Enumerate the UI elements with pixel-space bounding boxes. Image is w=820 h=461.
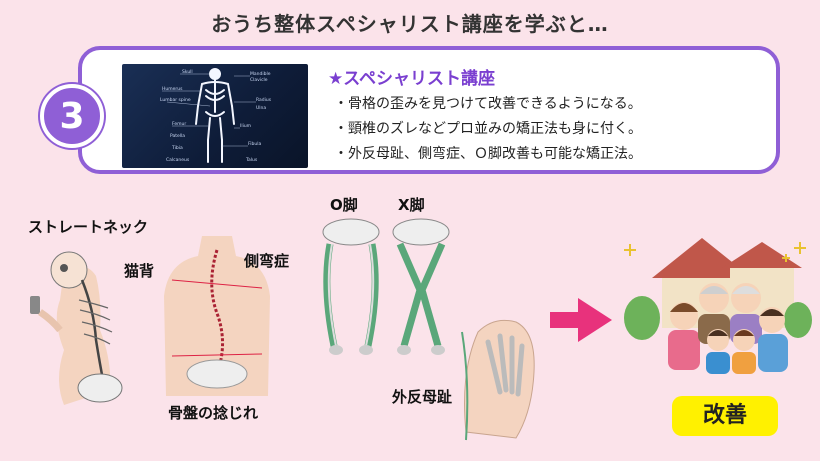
photo-label: Tibia — [172, 146, 183, 151]
hallux-valgus-label: 外反母趾 — [392, 388, 453, 406]
photo-label: Mandible — [250, 72, 271, 77]
benefit-item: ・頸椎のズレなどプロ並みの矯正法も身に付く。 — [334, 121, 642, 137]
pelvis-twist-label: 骨盤の捻じれ — [168, 404, 259, 422]
photo-label: Radius — [256, 98, 272, 103]
result-badge: 改善 — [672, 396, 778, 436]
x-legs-illustration — [392, 218, 450, 355]
happy-family-house-illustration — [624, 238, 812, 374]
photo-label: Ilium — [240, 124, 252, 129]
scoliosis-back-illustration — [164, 236, 270, 396]
x-legs-label: X脚 — [398, 196, 425, 214]
o-legs-label: O脚 — [330, 196, 358, 214]
benefit-item: ・骨格の歪みを見つけて改善できるようになる。 — [334, 96, 642, 112]
page-title: おうち整体スペシャリスト講座を学ぶと… — [211, 12, 609, 36]
hallux-valgus-foot-illustration — [461, 319, 535, 441]
hunchback-label: 猫背 — [124, 262, 155, 280]
photo-label: Clavicle — [250, 78, 268, 83]
photo-label: Patella — [170, 134, 186, 139]
skeleton-figure — [162, 68, 256, 163]
photo-label: Talus — [246, 158, 258, 163]
benefit-item: ・外反母趾、側弯症、Ｏ脚改善も可能な矯正法。 — [334, 146, 642, 162]
photo-label: Skull — [182, 70, 193, 75]
photo-label: Calcaneus — [166, 158, 190, 163]
photo-label: Humerus — [162, 87, 183, 92]
card-heading: ★スペシャリスト講座 — [328, 69, 496, 89]
step-number-badge: 3 — [40, 84, 104, 148]
photo-label: Ulna — [256, 106, 267, 111]
benefit-list: ・骨格の歪みを見つけて改善できるようになる。 ・頸椎のズレなどプロ並みの矯正法も… — [334, 92, 642, 167]
straight-neck-illustration — [30, 251, 123, 405]
straight-neck-label: ストレートネック — [28, 218, 149, 236]
photo-label: Fibula — [248, 142, 262, 147]
scoliosis-label: 側弯症 — [244, 252, 290, 270]
photo-label: Femur — [172, 122, 187, 127]
skeleton-anatomy-image: Skull Mandible Clavicle Humerus Lumbar s… — [122, 64, 308, 168]
o-legs-illustration — [322, 218, 380, 355]
photo-label: Lumbar spine — [160, 98, 191, 103]
right-arrow-icon — [550, 298, 612, 342]
